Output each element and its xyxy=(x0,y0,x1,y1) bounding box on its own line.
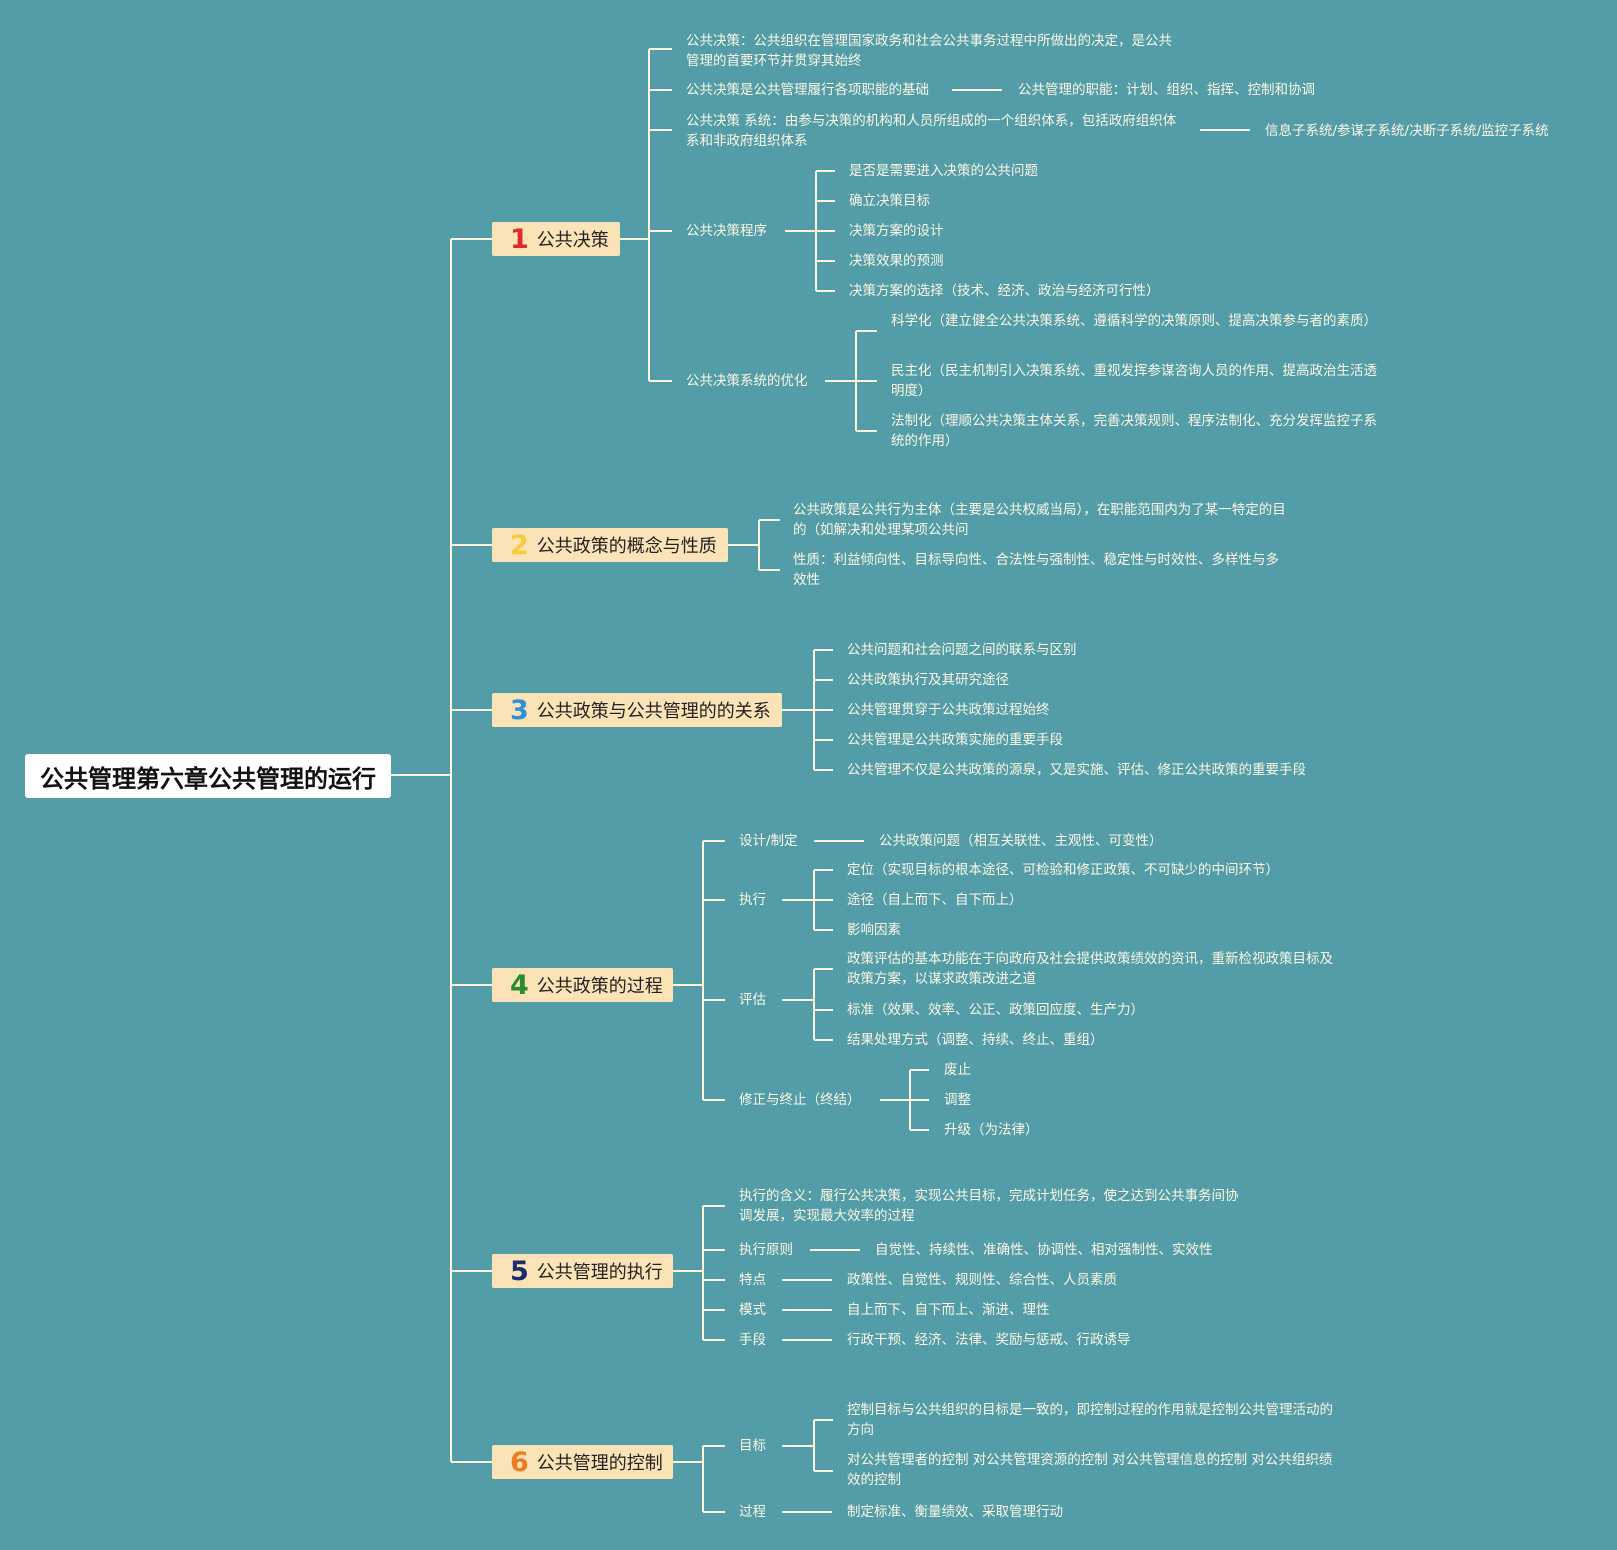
node-1d-item[interactable]: 确立决策目标 xyxy=(849,193,930,209)
node-6-process-sub[interactable]: 制定标准、衡量绩效、采取管理行动 xyxy=(847,1504,1063,1520)
node-3-item[interactable]: 公共政策执行及其研究途径 xyxy=(847,672,1009,688)
node-4-fix-item[interactable]: 升级（为法律） xyxy=(944,1122,1039,1138)
topic-5[interactable]: 5 公共管理的执行 xyxy=(492,1254,673,1288)
node-1b-sub[interactable]: 公共管理的职能：计划、组织、指挥、控制和协调 xyxy=(1018,82,1315,98)
node-1d-item[interactable]: 决策效果的预测 xyxy=(849,253,944,269)
topic-6-title: 公共管理的控制 xyxy=(536,1453,663,1474)
topic-4[interactable]: 4 公共政策的过程 xyxy=(492,968,673,1002)
node-1d[interactable]: 公共决策程序 xyxy=(686,223,767,239)
node-4-eval-item[interactable]: 政策评估的基本功能在于向政府及社会提供政策绩效的资讯，重新检视政策目标及政策方案… xyxy=(847,951,1333,987)
topic-3[interactable]: 3 公共政策与公共管理的的关系 xyxy=(492,693,782,727)
node-4-fix-item[interactable]: 废止 xyxy=(944,1062,971,1078)
node-4-fix[interactable]: 修正与终止（终结） xyxy=(739,1092,861,1108)
topic-5-title: 公共管理的执行 xyxy=(536,1262,663,1283)
topic-3-title: 公共政策与公共管理的的关系 xyxy=(536,701,771,722)
node-6-goal[interactable]: 目标 xyxy=(739,1438,766,1454)
topic-1-title: 公共决策 xyxy=(536,230,609,251)
node-4-exec-item[interactable]: 途径（自上而下、自下而上） xyxy=(847,892,1023,908)
node-4-eval-item[interactable]: 结果处理方式（调整、持续、终止、重组） xyxy=(847,1032,1104,1048)
node-6-process[interactable]: 过程 xyxy=(739,1504,766,1520)
node-4-fix-item[interactable]: 调整 xyxy=(944,1092,971,1108)
topic-6[interactable]: 6 公共管理的控制 xyxy=(492,1445,673,1479)
node-5-row-label[interactable]: 特点 xyxy=(739,1272,766,1288)
node-3-item[interactable]: 公共问题和社会问题之间的联系与区别 xyxy=(847,642,1077,658)
node-5-row-value[interactable]: 行政干预、经济、法律、奖励与惩戒、行政诱导 xyxy=(847,1332,1131,1348)
node-3-item[interactable]: 公共管理不仅是公共政策的源泉，又是实施、评估、修正公共政策的重要手段 xyxy=(847,762,1306,778)
topic-4-title: 公共政策的过程 xyxy=(536,976,663,997)
node-1d-item[interactable]: 是否是需要进入决策的公共问题 xyxy=(849,163,1038,179)
node-5-row-value[interactable]: 自觉性、持续性、准确性、协调性、相对强制性、实效性 xyxy=(875,1242,1213,1258)
node-4-exec-item[interactable]: 定位（实现目标的根本途径、可检验和修正政策、不可缺少的中间环节） xyxy=(847,862,1279,878)
node-1c-sub[interactable]: 信息子系统/参谋子系统/决断子系统/监控子系统 xyxy=(1265,123,1549,139)
node-1d-item[interactable]: 决策方案的设计 xyxy=(849,223,944,239)
node-6-goal-item[interactable]: 控制目标与公共组织的目标是一致的，即控制过程的作用就是控制公共管理活动的方向 xyxy=(847,1402,1333,1438)
node-5-row-value[interactable]: 政策性、自觉性、规则性、综合性、人员素质 xyxy=(847,1272,1117,1288)
node-4-design-sub[interactable]: 公共政策问题（相互关联性、主观性、可变性） xyxy=(879,833,1163,849)
node-1c[interactable]: 公共决策 系统：由参与决策的机构和人员所组成的一个组织体系，包括政府组织体系和非… xyxy=(686,113,1177,149)
node-1d-item[interactable]: 决策方案的选择（技术、经济、政治与经济可行性） xyxy=(849,283,1160,299)
node-1e-item[interactable]: 民主化（民主机制引入决策系统、重视发挥参谋咨询人员的作用、提高政治生活透明度） xyxy=(891,363,1377,399)
node-5-meaning[interactable]: 执行的含义：履行公共决策，实现公共目标，完成计划任务，使之达到公共事务间协调发展… xyxy=(739,1188,1239,1224)
topic-1-number: 1 xyxy=(510,223,529,255)
node-5-row-label[interactable]: 手段 xyxy=(739,1332,766,1348)
node-5-row-label[interactable]: 模式 xyxy=(739,1302,766,1318)
node-4-exec-item[interactable]: 影响因素 xyxy=(847,922,901,938)
topic-2-number: 2 xyxy=(510,529,529,561)
topic-3-number: 3 xyxy=(510,694,529,726)
node-3-item[interactable]: 公共管理是公共政策实施的重要手段 xyxy=(847,732,1063,748)
topic-2-title: 公共政策的概念与性质 xyxy=(536,536,717,557)
node-1e-item[interactable]: 科学化（建立健全公共决策系统、遵循科学的决策原则、提高决策参与者的素质） xyxy=(891,313,1377,329)
node-2-item[interactable]: 性质：利益倾向性、目标导向性、合法性与强制性、稳定性与时效性、多样性与多效性 xyxy=(793,552,1279,588)
node-4-exec[interactable]: 执行 xyxy=(739,892,766,908)
node-5-row-label[interactable]: 执行原则 xyxy=(739,1242,793,1258)
topic-2[interactable]: 2 公共政策的概念与性质 xyxy=(492,528,728,562)
node-3-item[interactable]: 公共管理贯穿于公共政策过程始终 xyxy=(847,702,1050,718)
node-4-design[interactable]: 设计/制定 xyxy=(739,833,798,849)
node-1e-item[interactable]: 法制化（理顺公共决策主体关系，完善决策规则、程序法制化、充分发挥监控子系统的作用… xyxy=(891,413,1377,449)
node-1a[interactable]: 公共决策：公共组织在管理国家政务和社会公共事务过程中所做出的决定，是公共管理的首… xyxy=(686,33,1172,69)
topic-1[interactable]: 1 公共决策 xyxy=(492,222,620,256)
node-1b[interactable]: 公共决策是公共管理履行各项职能的基础 xyxy=(686,82,929,98)
node-6-goal-item[interactable]: 对公共管理者的控制 对公共管理资源的控制 对公共管理信息的控制 对公共组织绩效的… xyxy=(847,1452,1333,1488)
topic-6-number: 6 xyxy=(510,1446,529,1478)
node-1e[interactable]: 公共决策系统的优化 xyxy=(686,373,808,389)
topic-4-number: 4 xyxy=(510,969,529,1001)
node-4-eval-item[interactable]: 标准（效果、效率、公正、政策回应度、生产力） xyxy=(847,1002,1144,1018)
node-5-row-value[interactable]: 自上而下、自下而上、渐进、理性 xyxy=(847,1302,1050,1318)
node-4-eval[interactable]: 评估 xyxy=(739,992,766,1008)
node-2-item[interactable]: 公共政策是公共行为主体（主要是公共权威当局），在职能范围内为了某一特定的目的（如… xyxy=(793,502,1286,538)
topic-5-number: 5 xyxy=(510,1255,529,1287)
root-node[interactable]: 公共管理第六章公共管理的运行 xyxy=(25,754,391,798)
